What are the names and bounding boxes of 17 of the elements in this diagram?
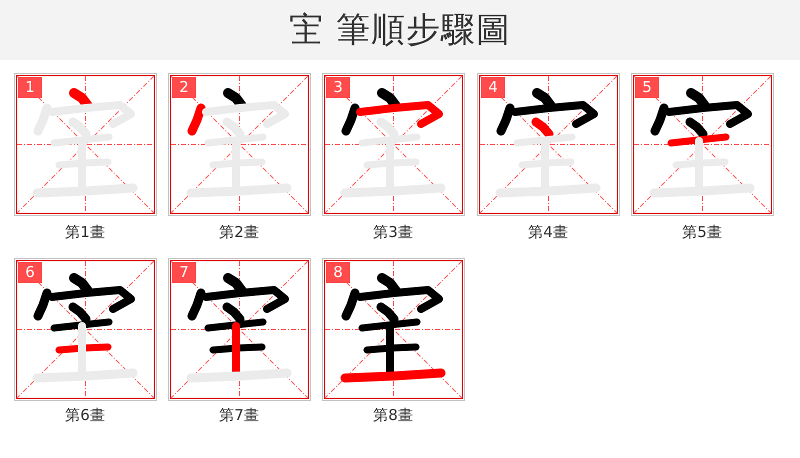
step-number: 4 bbox=[481, 77, 505, 98]
step-number: 2 bbox=[172, 77, 196, 98]
step-caption: 第3畫 bbox=[372, 222, 414, 242]
step-number: 6 bbox=[18, 262, 42, 283]
step-caption: 第6畫 bbox=[64, 405, 106, 425]
step-number: 7 bbox=[172, 262, 196, 283]
step-caption: 第7畫 bbox=[218, 405, 260, 425]
step-caption: 第5畫 bbox=[681, 222, 723, 242]
step-caption: 第1畫 bbox=[64, 222, 106, 242]
step-number: 8 bbox=[326, 262, 350, 283]
step-caption: 第8畫 bbox=[372, 405, 414, 425]
page-title: 宔 筆順步驟圖 bbox=[288, 9, 512, 52]
step-caption: 第2畫 bbox=[218, 222, 260, 242]
step-number: 3 bbox=[326, 77, 350, 98]
step-number: 5 bbox=[635, 77, 659, 98]
step-number: 1 bbox=[18, 77, 42, 98]
step-caption: 第4畫 bbox=[527, 222, 569, 242]
